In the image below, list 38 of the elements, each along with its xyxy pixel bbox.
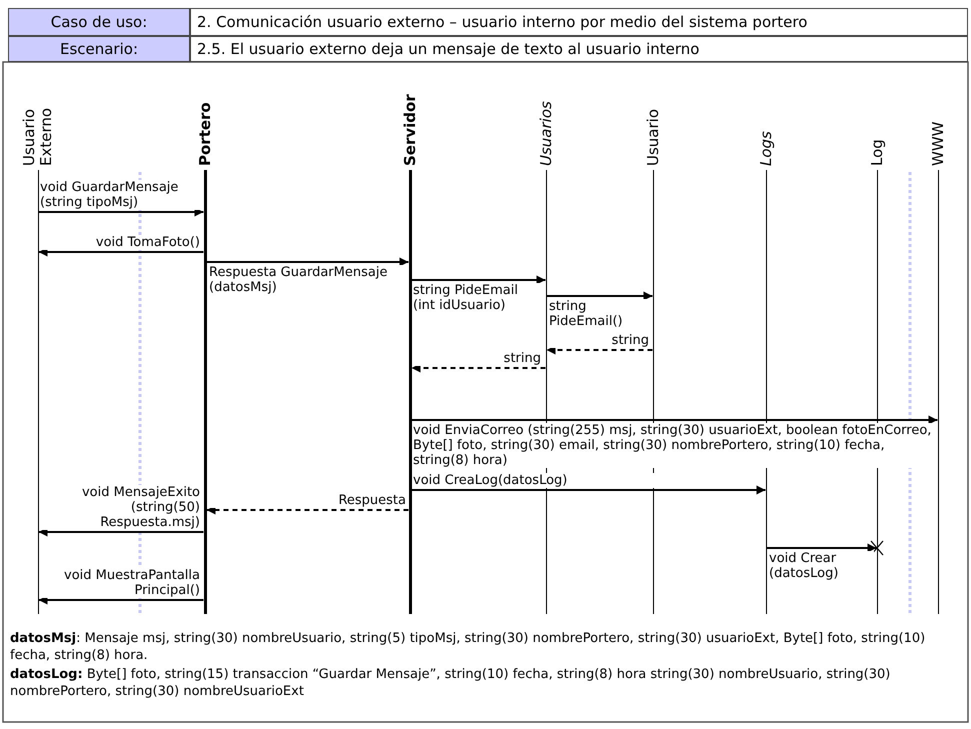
lifeline-header: WWW — [930, 122, 946, 166]
message-arrow — [412, 276, 546, 284]
lifeline-header: Log — [868, 139, 886, 166]
lifeline-header: Usuario — [644, 108, 662, 166]
message-arrow — [38, 208, 204, 216]
message-label: void EnviaCorreo (string(255) msj, string(30) usuarioExt, boolean fotoEnCorreo, Byte[] foto, string(30) email, string(30) nombrePortero, string(10) fecha, string(8) hora) — [413, 423, 933, 468]
message-label: string — [549, 333, 649, 348]
message-arrow — [38, 596, 204, 604]
message-arrow — [206, 258, 408, 266]
lifeline-header: Portero — [196, 102, 214, 166]
note-text: datosLog: Byte[] foto, string(15) transaccion “Guardar Mensaje”, string(10) fecha, string(8) hora string(30) nombreUsuario, string(30) nombrePortero, string(30) nombreUsuarioExt — [10, 666, 892, 700]
header-label-cell: Caso de uso: — [8, 8, 190, 36]
message-arrow — [412, 486, 766, 494]
message-label: string PideEmail() — [549, 299, 649, 329]
return-message-arrow — [206, 506, 408, 514]
message-label: string — [413, 351, 541, 366]
lifeline-header: Usuario Externo — [21, 106, 55, 166]
message-arrow — [38, 248, 204, 256]
message-label: void TomaFoto() — [42, 235, 200, 250]
header-label-cell: Escenario: — [8, 36, 190, 62]
header-value-cell: 2. Comunicación usuario externo – usuario interno por medio del sistema portero — [190, 8, 968, 36]
message-label: Respuesta — [210, 493, 406, 508]
message-label: Respuesta GuardarMensaje (datosMsj) — [209, 265, 404, 295]
return-message-arrow — [546, 346, 652, 354]
header-value-cell: 2.5. El usuario externo deja un mensaje de texto al usuario interno — [190, 36, 968, 62]
lifeline-header: Usuarios — [538, 101, 554, 166]
lifeline-header: Logs — [758, 131, 774, 166]
message-label: void MuestraPantalla Principal() — [42, 568, 200, 598]
message-arrow — [766, 544, 876, 552]
return-message-arrow — [412, 364, 546, 372]
lifeline-header: Servidor — [402, 94, 418, 166]
message-label: void MensajeExito (string(50) Respuesta.msj) — [42, 485, 200, 530]
message-arrow — [412, 416, 938, 424]
message-label: void GuardarMensaje (string tipoMsj) — [40, 180, 202, 210]
message-label: void Crear (datosLog) — [769, 551, 874, 581]
message-arrow — [38, 528, 204, 536]
note-text: datosMsj: Mensaje msj, string(30) nombreUsuario, string(5) tipoMsj, string(30) nombrePortero, string(30) usuarioExt, Byte[] foto, string(10) fecha, string(8) hora. — [10, 630, 926, 664]
message-arrow — [546, 292, 652, 300]
